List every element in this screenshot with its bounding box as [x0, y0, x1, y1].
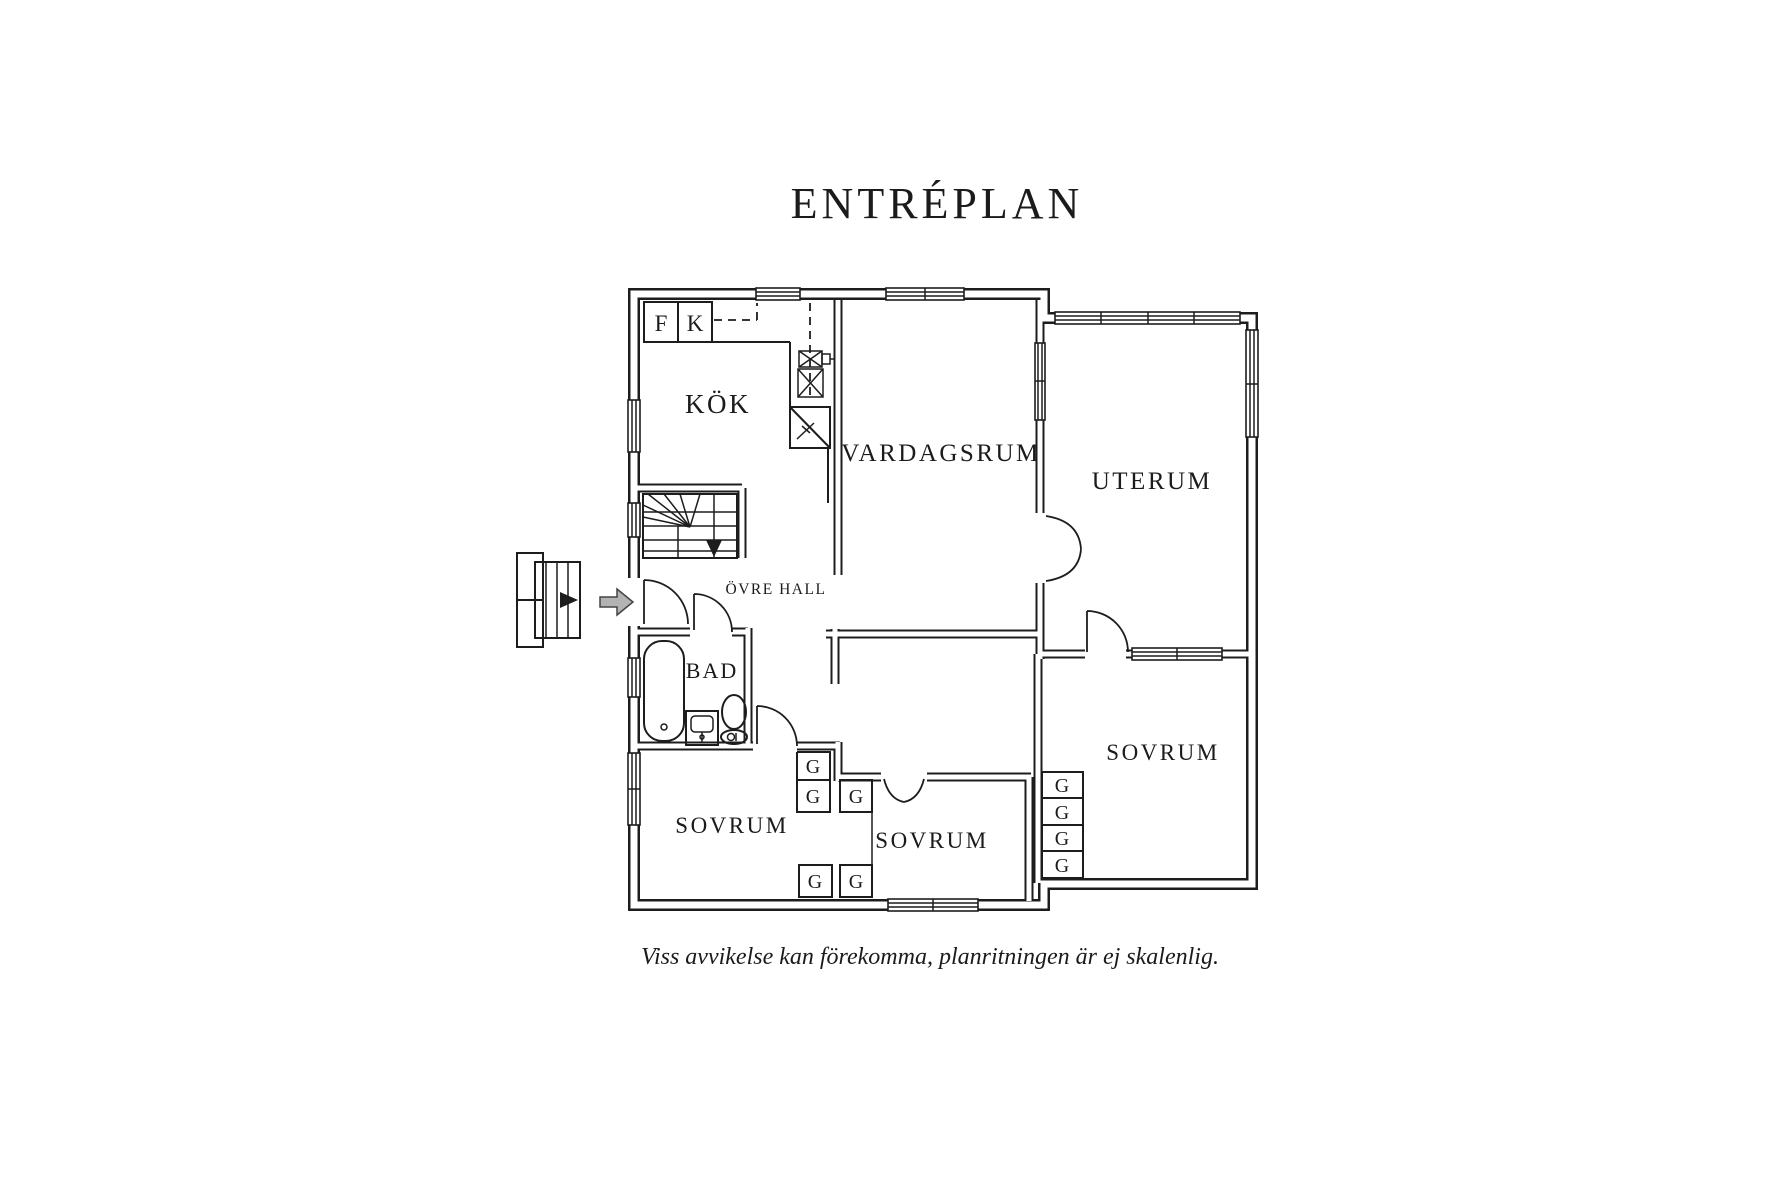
room-label-vardagsrum: VARDAGSRUM — [841, 440, 1041, 467]
room-label-sovrum-middle: SOVRUM — [875, 828, 988, 853]
window-bath-left — [627, 657, 641, 698]
page-title: ENTRÉPLAN — [791, 179, 1084, 228]
wardrobe-label: G — [849, 871, 863, 893]
window-bedroom-right-top — [1131, 647, 1223, 661]
freezer-label: K — [687, 311, 704, 336]
window-livingroom-uterum — [1034, 342, 1046, 421]
bathroom-fixtures — [643, 640, 748, 746]
toilet-icon — [720, 694, 748, 745]
stove-icon — [797, 368, 824, 398]
doors — [599, 513, 1129, 803]
bedroom-left-door — [753, 705, 798, 752]
freezer-box — [677, 301, 713, 343]
livingroom-uterum-double-door — [1034, 513, 1082, 583]
window-uterum-right — [1245, 329, 1259, 438]
wardrobe-label: G — [1055, 802, 1069, 824]
window-kitchen-top — [755, 287, 801, 301]
wardrobes — [796, 751, 1084, 898]
wardrobe-label: G — [806, 786, 820, 808]
windows — [627, 287, 1259, 912]
room-label-sovrum-right: SOVRUM — [1106, 740, 1219, 765]
bedroom-middle-double-door — [881, 771, 927, 803]
disclaimer-caption: Viss avvikelse kan förekomma, planritnin… — [641, 944, 1219, 970]
window-kitchen-left — [627, 399, 641, 453]
kitchen-fixtures — [643, 301, 834, 503]
entry-arrow-icon — [599, 587, 635, 617]
wardrobe-label: G — [1055, 855, 1069, 877]
bath-door — [690, 593, 733, 638]
window-stairs-left — [627, 502, 641, 538]
sink-icon — [798, 350, 834, 368]
room-labels: KÖK VARDAGSRUM UTERUM ÖVRE HALL BAD SOVR… — [655, 311, 1219, 893]
room-label-bad: BAD — [686, 658, 738, 683]
room-label-kok: KÖK — [685, 389, 751, 419]
room-label-sovrum-left: SOVRUM — [675, 813, 788, 838]
bathtub-icon — [643, 640, 685, 742]
room-label-ovre-hall: ÖVRE HALL — [726, 581, 827, 598]
bedroom-right-door — [1085, 610, 1129, 660]
wardrobe-label: G — [1055, 775, 1069, 797]
wardrobe-label: G — [808, 871, 822, 893]
overhead-cabinet-dashed — [714, 303, 758, 321]
window-uterum-top — [1054, 311, 1241, 325]
stairs-down-arrow-icon — [706, 540, 722, 557]
wardrobe-label: G — [1055, 828, 1069, 850]
fridge-label: F — [655, 311, 668, 336]
wardrobe-label: G — [849, 786, 863, 808]
wardrobe-label: G — [806, 756, 820, 778]
entry-direction-arrow-icon — [560, 592, 578, 608]
washbasin-icon — [685, 710, 719, 746]
fireplace-icon — [789, 406, 831, 503]
entry-porch — [516, 552, 581, 648]
room-label-uterum: UTERUM — [1092, 468, 1213, 495]
stairs — [642, 493, 738, 559]
entry-door — [599, 578, 689, 626]
window-bedroom-middle-bottom — [887, 898, 979, 912]
window-livingroom-top — [885, 287, 965, 301]
window-bedroom-left-left — [627, 752, 641, 826]
